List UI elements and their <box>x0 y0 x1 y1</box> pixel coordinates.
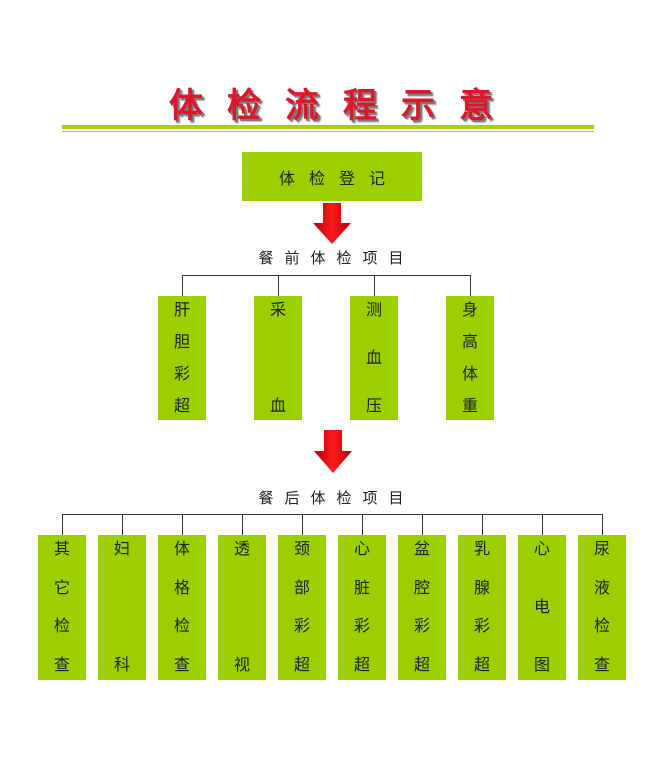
connector-line <box>362 514 363 535</box>
exam-item-box: 测血压 <box>350 296 398 420</box>
exam-item-char: 颈 <box>293 539 310 558</box>
exam-item-char: 透 <box>233 539 250 558</box>
exam-item-char: 测 <box>365 300 382 319</box>
connector-line <box>422 514 423 535</box>
exam-item-char: 彩 <box>473 616 490 636</box>
exam-item-char: 格 <box>173 577 190 597</box>
connector-line <box>542 514 543 535</box>
exam-item-char: 检 <box>173 616 190 636</box>
exam-item-char: 图 <box>533 655 550 674</box>
exam-item-char: 高 <box>461 332 478 351</box>
exam-item-char: 心 <box>533 539 550 558</box>
exam-item-char: 盆 <box>413 539 430 558</box>
exam-item-box: 心电图 <box>518 535 566 680</box>
exam-item-char: 超 <box>473 655 490 674</box>
exam-item-char: 体 <box>461 364 478 383</box>
exam-item-char: 彩 <box>353 616 370 636</box>
exam-item-char: 身 <box>461 300 478 319</box>
connector-line <box>242 514 243 535</box>
exam-item-char: 超 <box>413 655 430 674</box>
exam-item-char: 超 <box>173 396 190 415</box>
exam-item-char: 其 <box>53 539 70 558</box>
exam-item-char: 血 <box>269 396 286 415</box>
exam-item-char: 彩 <box>293 616 310 636</box>
registration-box: 体检登记 <box>242 152 422 201</box>
down-arrow-icon <box>313 203 351 244</box>
exam-item-box: 妇科 <box>98 535 146 680</box>
exam-item-char: 肝 <box>173 300 190 319</box>
down-arrow-icon <box>314 430 352 473</box>
exam-item-box: 心脏彩超 <box>338 535 386 680</box>
exam-item-char: 体 <box>173 539 190 558</box>
exam-item-char: 查 <box>53 655 70 674</box>
exam-item-char: 腺 <box>473 577 490 597</box>
exam-item-char: 超 <box>293 655 310 674</box>
exam-item-char: 脏 <box>353 577 370 597</box>
exam-item-char: 胆 <box>173 332 190 351</box>
exam-item-box: 身高体重 <box>446 296 494 420</box>
exam-item-char: 彩 <box>413 616 430 636</box>
connector-line <box>122 514 123 535</box>
exam-item-box: 其它检查 <box>38 535 86 680</box>
connector-line <box>182 514 183 535</box>
exam-item-box: 透视 <box>218 535 266 680</box>
exam-item-char: 妇 <box>113 539 130 558</box>
connector-line <box>470 275 471 296</box>
exam-item-char: 乳 <box>473 539 490 558</box>
pre-meal-label: 餐前体检项目 <box>258 249 415 267</box>
exam-item-char: 科 <box>113 655 130 674</box>
exam-item-char: 重 <box>461 396 478 415</box>
exam-item-char: 血 <box>365 348 382 367</box>
exam-item-char: 尿 <box>593 539 610 558</box>
exam-item-box: 颈部彩超 <box>278 535 326 680</box>
exam-item-char: 超 <box>353 655 370 674</box>
exam-item-char: 检 <box>593 616 610 636</box>
exam-item-char: 查 <box>593 655 610 674</box>
page-title: 体检流程示意 <box>169 86 517 126</box>
connector-line <box>302 514 303 535</box>
exam-item-char: 心 <box>353 539 370 558</box>
exam-item-box: 肝胆彩超 <box>158 296 206 420</box>
exam-item-box: 体格检查 <box>158 535 206 680</box>
exam-item-char: 液 <box>593 577 610 597</box>
connector-line <box>374 275 375 296</box>
exam-item-char: 视 <box>233 655 250 674</box>
exam-item-box: 乳腺彩超 <box>458 535 506 680</box>
post-meal-label: 餐后体检项目 <box>258 489 415 507</box>
connector-line <box>482 514 483 535</box>
exam-item-box: 盆腔彩超 <box>398 535 446 680</box>
exam-item-box: 采血 <box>254 296 302 420</box>
connector-line <box>602 514 603 535</box>
exam-item-char: 检 <box>53 616 70 636</box>
connector-line <box>182 275 183 296</box>
exam-item-char: 查 <box>173 655 190 674</box>
exam-item-char: 电 <box>533 597 550 616</box>
exam-item-char: 部 <box>293 577 310 597</box>
exam-item-char: 压 <box>365 396 382 415</box>
exam-item-char: 采 <box>269 300 286 319</box>
exam-item-char: 它 <box>53 577 70 597</box>
connector-line <box>62 514 63 535</box>
exam-item-box: 尿液检查 <box>578 535 626 680</box>
connector-bar <box>62 514 603 515</box>
connector-bar <box>182 275 471 276</box>
title-underline <box>62 125 594 129</box>
connector-line <box>278 275 279 296</box>
title-underline-thin <box>62 131 594 132</box>
exam-item-char: 彩 <box>173 364 190 383</box>
exam-item-char: 腔 <box>413 577 430 597</box>
